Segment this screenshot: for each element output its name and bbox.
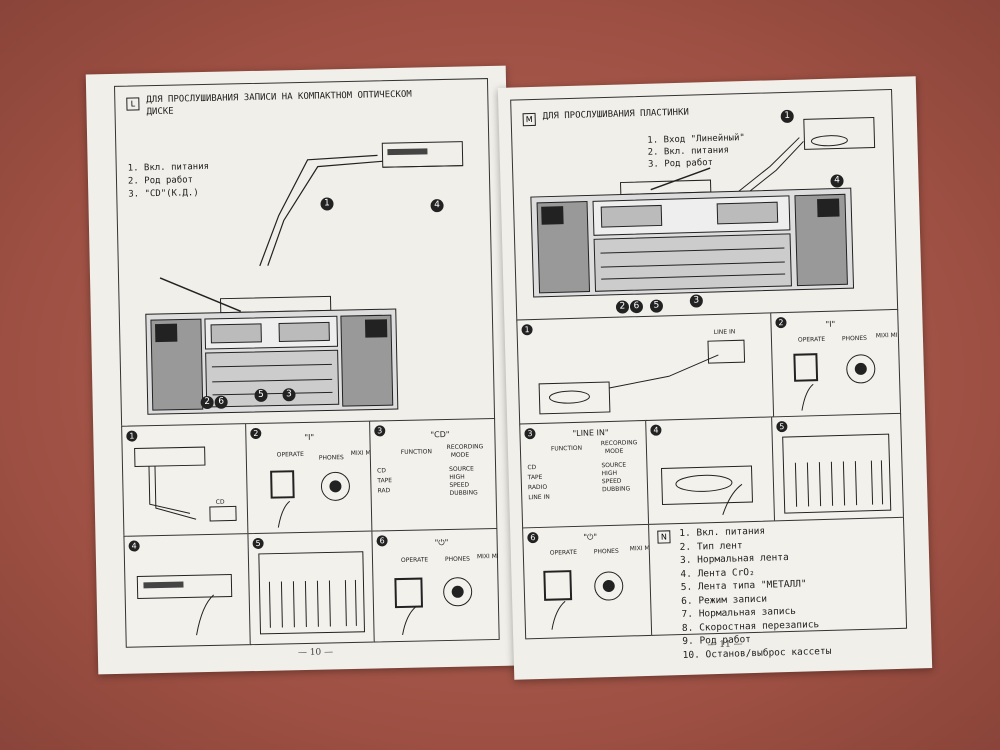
phones-label: PHONES [841,334,867,343]
section-letter-l: L [126,97,140,111]
step-cell-4: 4 [645,416,777,526]
operate-label: OPERATE [276,450,304,459]
phones-label: PHONES [593,547,619,556]
step-cell-5: 5 [247,530,376,646]
cell-step-number: 6 [376,535,388,547]
cd-option: CD [527,464,537,472]
dubbing-option: DUBBING [601,485,631,494]
source-option: SOURCE [449,465,474,473]
operate-label: OPERATE [549,548,578,557]
step-cell-3: 3 "CD" FUNCTION RECORDING MODE CD TAPE R… [369,417,498,533]
line-in-option: LINE IN [528,493,550,502]
cell-step-number: 4 [128,540,140,552]
turntable-press-drawing [660,465,753,515]
cell-step-number: 1 [126,430,138,442]
section-n-legend: N 1. Вкл. питания 2. Тип лент 3. Нормаль… [648,516,908,661]
phones-label: PHONES [444,555,471,564]
tape-option: TAPE [527,473,543,482]
recording-label: RECORDING [600,439,638,448]
function-label: FUNCTION [550,444,583,453]
mode-label: MODE [604,447,624,456]
turntable-cable-drawing [538,339,746,415]
off-mark: "⏻" [434,537,449,548]
step-cell-2: 2 "I" OPERATE PHONES MIXI MI [770,308,902,419]
cd-option: CD [377,467,387,475]
cell-step-number: 4 [650,424,662,436]
high-option: HIGH [449,473,465,481]
dubbing-option: DUBBING [449,489,478,497]
right-page: M ДЛЯ ПРОСЛУШИВАНИЯ ПЛАСТИНКИ 1. Вход "Л… [497,76,933,680]
operate-label: OPERATE [797,335,826,344]
function-label: FUNCTION [400,448,432,456]
cell-step-number: 5 [776,421,788,433]
operate-label: OPERATE [400,556,429,564]
step-cell-6: 6 "⏻" OPERATE PHONES MIXI MI [371,527,500,643]
page-number-right: — 11 — [707,639,743,651]
recording-label: RECORDING [446,443,484,451]
boombox-cd-illustration [145,141,464,415]
operate-off-drawing [394,577,473,636]
equalizer-drawing [782,433,892,514]
radio-option: RADIO [527,483,548,492]
step-cell-6: 6 "⏻" OPERATE PHONES MIXI MI [522,523,654,640]
cell-step-number: 2 [775,316,787,329]
cd-player-drawing [381,141,464,168]
cell-step-number: 3 [374,425,386,437]
power-on-mark: "I" [304,432,315,442]
operate-off-drawing [543,570,624,630]
tape-option: TAPE [377,477,393,485]
legend-list: 1. Вкл. питания 2. Тип лент 3. Нормальна… [679,524,831,663]
radio-option: RAD [377,487,391,495]
mode-label: MODE [450,451,470,459]
equalizer-drawing [258,551,366,635]
page-number-left: — 10 — [297,647,334,659]
speed-option: SPEED [601,477,622,486]
legend-item: 10. Останов/выброс кассеты [682,645,832,661]
section-letter-n: N [657,530,671,544]
mixi-label: MIXI MI [476,552,499,561]
cd-cable-drawing [134,446,237,522]
step-cell-1: 1 CD [121,423,250,538]
step-cell-5: 5 [771,412,905,523]
phones-label: PHONES [318,454,344,462]
power-on-mark: "I" [825,319,836,329]
high-option: HIGH [601,469,618,478]
cell-step-number: 5 [252,537,264,550]
section-l-title-line2: ДИСКЕ [146,106,174,118]
off-mark: "⏻" [583,532,598,542]
line-in-quote-label: "LINE IN" [572,427,609,438]
cd-quote-label: "CD" [430,429,450,440]
cell-step-number: 2 [250,427,262,440]
cd-player-press-drawing [136,574,233,636]
cell-step-number: 1 [521,324,533,336]
left-page: L ДЛЯ ПРОСЛУШИВАНИЯ ЗАПИСИ НА КОМПАКТНОМ… [85,65,519,675]
operate-button-drawing [270,470,350,528]
source-option: SOURCE [601,461,627,470]
cell-step-number: 3 [524,428,536,440]
step-cell-1: 1 LINE IN [516,312,776,426]
cell-step-number: 6 [527,531,539,544]
mixi-label: MIXI MI [875,331,898,340]
speed-option: SPEED [449,481,470,489]
operate-button-drawing [793,353,876,411]
step-cell-2: 2 "I" OPERATE PHONES MIXI MI [245,420,374,536]
step-cell-3: 3 "LINE IN" FUNCTION RECORDING MODE CD T… [519,419,651,530]
step-cell-4: 4 [123,533,252,648]
boombox-turntable-illustration [530,116,876,298]
